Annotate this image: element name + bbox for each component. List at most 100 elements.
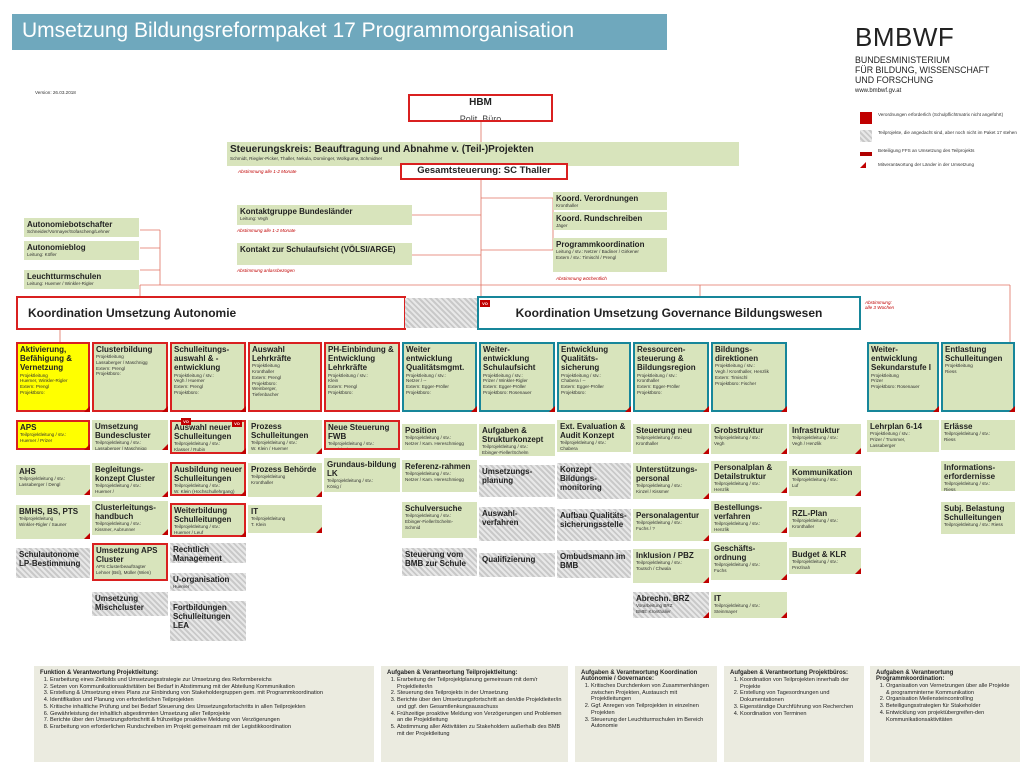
note-panel: Aufgaben & Verantwortung Teilprojektleit… <box>381 666 568 762</box>
subproject-sub: Teilprojektleitung / stv.: Kinzel / Kiss… <box>636 483 683 495</box>
band-governance-label: Koordination Umsetzung Governance Bildun… <box>515 306 823 320</box>
rundschreiben-sub: Jäger <box>556 223 568 229</box>
subproject: Ombudsmann im BMB <box>557 550 631 578</box>
subproject-title: Steuerung vom BMB zur Schule <box>405 550 466 569</box>
subproject-sub: Teilprojektleitung / stv.: Luf <box>792 477 839 488</box>
steuerungskreis-sub: Schmidt, Riegler-Picker, Thaller, Nekula… <box>230 155 383 161</box>
subproject-title: Fortbildungen Schulleitungen LEA <box>173 603 231 631</box>
subproject-title: Ombudsmann im BMB <box>560 552 626 571</box>
subproject-sub: Teilprojektleitung / stv.: Kissmer, Aubr… <box>95 521 142 533</box>
subproject-sub: Teilprojektleitung / stv.: Vegh <box>714 435 761 446</box>
subproject-sub: Teilprojektleitung / stv.: Ebinger-Fiell… <box>405 513 453 530</box>
subproject-sub: Teilprojektleitung / stv.: König / <box>327 478 374 490</box>
note-item: Setzen von Kommunikationsaktivitäten bei… <box>50 684 368 691</box>
subproject-title: Inklusion / PBZ <box>636 551 694 560</box>
subproject-sub: Teilprojektleitung / stv.: Chabera <box>560 440 607 452</box>
note-item: Steuerung des Teilprojekts in der Umsetz… <box>397 690 562 697</box>
rundschreiben-box: Koord. Rundschreiben Jäger <box>553 212 667 230</box>
subproject-sub: Teilprojektleitung Winkler-Rigler / Saun… <box>19 516 67 527</box>
kontaktgruppe-title: Kontaktgruppe Bundesländer <box>240 207 353 216</box>
subproject-sub: Teilprojektleitung / stv.: Henzlik <box>714 481 761 493</box>
subproject-sub: Teilprojektleitung / stv.: W. Klein / Hu… <box>251 440 298 452</box>
subproject-title: Infrastruktur <box>792 426 840 435</box>
note-title: Aufgaben & Verantwortung Projektbüros: <box>730 670 849 676</box>
project-head-title: Bildungs-direktionen <box>715 345 759 364</box>
subproject-sub: Teilprojektleitung / stv.: Fuchs <box>714 562 761 574</box>
note-item: Kritische inhaltliche Prüfung und bei Be… <box>50 704 368 711</box>
note-item: Steuerung der Leuchtturmschulen im Berei… <box>591 717 711 730</box>
subproject: Schulautonome LP-Bestimmung <box>16 548 90 578</box>
subproject-sub: Teilprojektleitung / stv.: Netzer / Kam.… <box>405 435 464 446</box>
project-head-sub: Projektleitung / stv.: Kronthaller Exter… <box>637 372 680 395</box>
subproject-sub: Teilprojektleitung / stv.: Ebinger-Fiell… <box>482 444 529 456</box>
subproject: Konzept Bildungs-monitoring <box>557 463 631 499</box>
note-title: Aufgaben & Verantwortung Koordination Au… <box>581 670 698 682</box>
subproject: Fortbildungen Schulleitungen LEA <box>170 601 246 641</box>
subproject-sub: Teilprojektleitung / stv.: Lassaberger /… <box>95 440 147 450</box>
project-head-title: Clusterbildung <box>96 345 153 354</box>
subproject-title: Aufbau Qualitäts-sicherungsstelle <box>560 511 627 530</box>
legend-item: Mitverantwortung der Länder in der Umset… <box>860 162 1020 168</box>
left-item-title: Autonomiebotschafter <box>27 220 113 229</box>
subproject-sub: Vorarbeitung BRZ BMB: Kronthaller <box>636 603 673 614</box>
subproject-title: Erlässe <box>944 422 973 431</box>
note-item: Eigenständige Durchführung von Recherche… <box>740 704 858 711</box>
subproject-sub: Teilprojektleitung / stv.: Lassaberger /… <box>19 476 66 487</box>
hbm-box: HBM Polit. Büro <box>408 94 553 122</box>
abstimmung-label-1: Abstimmung alle 1-2 Monate <box>238 169 297 174</box>
note-item: Erarbeitung der Teilprojektplanung gemei… <box>397 677 562 690</box>
subproject-title: Steuerung neu <box>636 426 693 435</box>
subproject-title: Subj. Belastung Schulleitungen <box>944 504 1005 523</box>
note-list: Organisation von Vernetzungen über alle … <box>876 683 1014 723</box>
band-governance: Koordination Umsetzung Governance Bildun… <box>477 296 861 330</box>
note-panel: Aufgaben & Verantwortung Koordination Au… <box>575 666 717 762</box>
legend-item: Teilprojekte, die angedacht sind, aber n… <box>860 130 1020 142</box>
project-head: Weiter entwicklung Qualitätsmgmt.Projekt… <box>402 342 477 412</box>
note-panel: Aufgaben & Verantwortung Projektbüros:Ko… <box>724 666 864 762</box>
subproject-title: Schulversuche <box>405 504 462 513</box>
abstimmung-label-5: Abstimmung: alle 3 Wochen <box>865 300 895 310</box>
project-head-title: PH-Einbindung & Entwicklung Lehrkräfte <box>328 345 394 373</box>
logo-sub: BUNDESMINISTERIUM FÜR BILDUNG, WISSENSCH… <box>855 55 990 86</box>
subproject-sub: Teilprojektleitung / stv.: W. Klein / <box>328 441 375 450</box>
programmkoord-sub: Leitung / stv.: Netzer / Badiner / Girke… <box>556 249 639 260</box>
subproject-title: Ext. Evaluation & Audit Konzept <box>560 422 626 441</box>
band-overlap <box>405 298 477 328</box>
subproject-title: Referenz-rahmen <box>405 462 471 471</box>
subproject-sub: Huemer <box>173 584 190 590</box>
abstimmung-label-4: Abstimmung wöchentlich <box>556 276 607 281</box>
subproject-title: Grundaus-bildung LK <box>327 460 397 479</box>
subproject-title: Konzept Bildungs-monitoring <box>560 465 602 493</box>
subproject-title: Umsetzung Mischcluster <box>95 594 144 613</box>
subproject-title: IT <box>714 594 722 603</box>
project-head-sub: Projektleitung Prizer Projektbüro: Rosen… <box>871 372 920 390</box>
subproject-sub: Teilprojektleitung / stv.: Vegh / Henzli… <box>792 435 839 446</box>
project-head-sub: Projektleitung / stv.: Netzer / -- Exter… <box>406 372 449 395</box>
note-list: Kritisches Durchdenken von Zusammenhänge… <box>581 683 711 730</box>
subproject-title: Umsetzungs-planung <box>482 467 533 486</box>
hbm-title: HBM <box>469 97 492 108</box>
legend-swatch <box>860 130 872 142</box>
note-item: Erarbeitung von erforderlichen Rundschre… <box>50 724 368 731</box>
legend-text: Verordnungen erforderlich (Schulpflichtm… <box>878 112 1004 117</box>
subproject-sub: Teilprojektleitung / stv.: Riess <box>944 481 991 491</box>
